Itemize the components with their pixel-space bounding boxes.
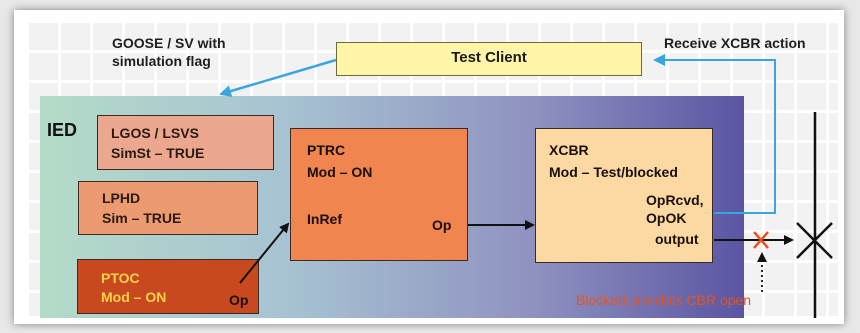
xcbr-output-label: output — [655, 231, 699, 247]
goose-sv-arrow — [219, 58, 337, 97]
lphd-title: LPHD — [102, 190, 141, 206]
lgos-lsvs-box — [97, 115, 274, 170]
xcbr-box — [535, 128, 713, 263]
circuit-breaker-icon — [796, 112, 833, 318]
lgos-lsvs-title: LGOS / LSVS — [111, 125, 199, 141]
test-client-box — [336, 42, 642, 76]
goose-sv-note-line2: simulation flag — [112, 53, 211, 69]
lphd-box — [78, 181, 258, 235]
ptoc-box — [77, 259, 259, 314]
ptoc-op-port: Op — [229, 292, 249, 308]
blocked-cross-icon — [753, 231, 769, 249]
ptrc-inref-port: InRef — [307, 211, 342, 227]
ptrc-op-port: Op — [432, 217, 452, 233]
ptoc-to-ptrc-arrow — [239, 222, 290, 284]
lphd-sim-value: Sim – TRUE — [102, 210, 182, 226]
test-client-label: Test Client — [451, 49, 527, 66]
blocked-note: Blocked prohibits CBR open — [576, 292, 752, 308]
receive-xcbr-note: Receive XCBR action — [664, 35, 806, 51]
ptrc-title: PTRC — [307, 142, 346, 158]
ptoc-mod-value: Mod – ON — [101, 289, 167, 305]
goose-sv-note-line1: GOOSE / SV with — [112, 35, 226, 51]
xcbr-mod-value: Mod – Test/blocked — [549, 164, 678, 180]
ied-label: IED — [47, 120, 78, 140]
ptoc-title: PTOC — [101, 270, 140, 286]
xcbr-oprcvd-label: OpRcvd, — [646, 192, 704, 208]
lgos-simst-value: SimSt – TRUE — [111, 145, 205, 161]
xcbr-feedback-arrow — [653, 54, 776, 214]
ptrc-box — [290, 128, 468, 261]
xcbr-opok-label: OpOK — [646, 210, 687, 226]
xcbr-title: XCBR — [549, 142, 589, 158]
ptrc-mod-value: Mod – ON — [307, 164, 373, 180]
